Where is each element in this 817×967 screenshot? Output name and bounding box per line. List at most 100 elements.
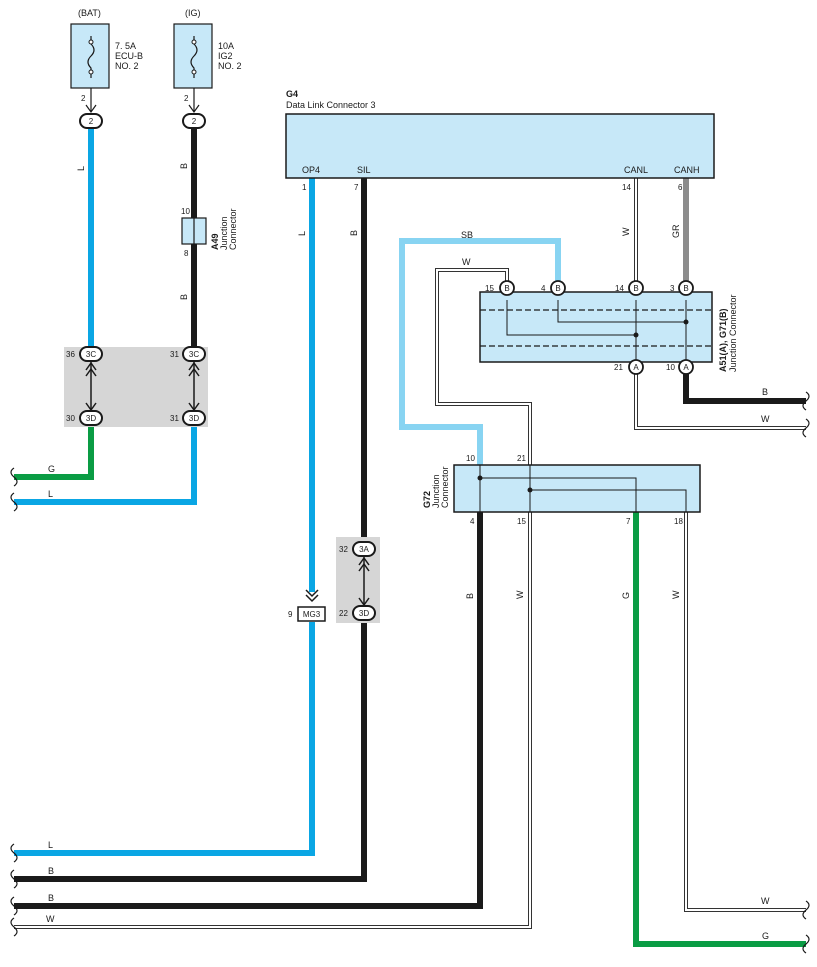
a51-code: A51(A), G71(B) bbox=[718, 308, 728, 372]
a51-pin-14-label: 14 bbox=[615, 284, 624, 293]
edge-label-left-0: G bbox=[48, 464, 55, 474]
inline-3d-30-pin: 30 bbox=[66, 414, 75, 423]
inline-3a-32-pin: 32 bbox=[339, 545, 348, 554]
g72-code: G72 bbox=[422, 491, 432, 508]
mg3-pin: 9 bbox=[288, 610, 293, 619]
fuse-ig-name: IG2 bbox=[218, 51, 233, 61]
wire-label-l-op4: L bbox=[297, 231, 307, 236]
g72-pin-7: 7 bbox=[626, 517, 631, 526]
wire-label-gr-canh: GR bbox=[671, 224, 681, 238]
dlc-pin-1: 1 bbox=[302, 183, 307, 192]
fuse-bat-number: NO. 2 bbox=[115, 61, 139, 71]
svg-text:3D: 3D bbox=[189, 414, 199, 423]
a51-g71-junction-connector bbox=[479, 291, 713, 363]
mating-arrows-3c3d bbox=[85, 361, 200, 412]
a51-pin-3-label: 3 bbox=[670, 284, 675, 293]
fuse-ig-pin: 2 bbox=[184, 94, 189, 103]
g72-pin-21: 21 bbox=[517, 454, 526, 463]
fuse-bat-connector: 2 bbox=[79, 113, 103, 129]
g72-pin-4: 4 bbox=[470, 517, 475, 526]
a51-pin-21-label: 21 bbox=[614, 363, 623, 372]
wire-label-l-bat: L bbox=[76, 166, 86, 171]
left-wire-breaks bbox=[10, 467, 18, 937]
edge-label-left-3: B bbox=[48, 866, 54, 876]
svg-text:3A: 3A bbox=[359, 545, 369, 554]
inline-connector-3c-31: 3C bbox=[182, 346, 206, 362]
svg-text:3C: 3C bbox=[189, 350, 199, 359]
svg-text:3D: 3D bbox=[86, 414, 96, 423]
dlc-code: G4 bbox=[286, 89, 298, 99]
fuse-bat-pin: 2 bbox=[81, 94, 86, 103]
dlc-terminal-sil: SIL bbox=[357, 165, 371, 175]
edge-label-right-1: W bbox=[761, 414, 770, 424]
wire-label-b-sil: B bbox=[349, 230, 359, 236]
a51-bottom-pin-10: A bbox=[678, 359, 694, 375]
inline-connector-3d-22: 3D bbox=[352, 605, 376, 621]
svg-text:3D: 3D bbox=[359, 609, 369, 618]
edge-label-right-0: B bbox=[762, 387, 768, 397]
wire-label-g-g72: G bbox=[621, 592, 631, 599]
inline-3c-36-pin: 36 bbox=[66, 350, 75, 359]
svg-text:A: A bbox=[633, 363, 639, 372]
inline-3d-31-pin: 31 bbox=[170, 414, 179, 423]
a49-pin-top: 10 bbox=[181, 207, 190, 216]
g72-pin-15: 15 bbox=[517, 517, 526, 526]
fuse-ig-connector: 2 bbox=[182, 113, 206, 129]
a51-desc: Junction Connector bbox=[728, 294, 738, 372]
dlc-pin-7: 7 bbox=[354, 183, 359, 192]
svg-text:B: B bbox=[555, 284, 560, 293]
edge-label-left-1: L bbox=[48, 489, 53, 499]
a51-pin-15-label: 15 bbox=[485, 284, 494, 293]
a51-top-pin-3: B bbox=[678, 280, 694, 296]
mg3-connector: MG3 bbox=[297, 589, 326, 622]
inline-connector-3d-30: 3D bbox=[79, 410, 103, 426]
w-wires bbox=[14, 178, 806, 929]
svg-text:2: 2 bbox=[192, 117, 197, 126]
fuse-bat bbox=[70, 23, 110, 114]
svg-text:MG3: MG3 bbox=[303, 610, 321, 619]
mating-arrows-3a3d bbox=[358, 556, 370, 607]
inline-connector-3a-32: 3A bbox=[352, 541, 376, 557]
a49-junction-connector bbox=[181, 217, 207, 245]
a49-desc1: Junction bbox=[219, 216, 229, 250]
fuse-ig-supply: (IG) bbox=[185, 8, 201, 18]
dlc-terminal-op4: OP4 bbox=[302, 165, 320, 175]
svg-text:A: A bbox=[683, 363, 689, 372]
edge-label-left-5: W bbox=[46, 914, 55, 924]
g72-desc1: Junction bbox=[431, 474, 441, 508]
fuse-bat-supply: (BAT) bbox=[78, 8, 101, 18]
dlc-pin-14: 14 bbox=[622, 183, 631, 192]
wire-label-w-g72: W bbox=[515, 590, 525, 599]
fuse-ig-rating: 10A bbox=[218, 41, 234, 51]
svg-text:B: B bbox=[683, 284, 688, 293]
dlc-pin-6: 6 bbox=[678, 183, 683, 192]
a49-code: A49 bbox=[210, 233, 220, 250]
fuse-ig bbox=[173, 23, 213, 114]
a51-top-pin-15: B bbox=[499, 280, 515, 296]
a51-top-pin-14: B bbox=[628, 280, 644, 296]
inline-3c-31-pin: 31 bbox=[170, 350, 179, 359]
fuse-bat-name: ECU-B bbox=[115, 51, 143, 61]
edge-label-right-2: W bbox=[761, 896, 770, 906]
g72-pin-18: 18 bbox=[674, 517, 683, 526]
fuse-ig-number: NO. 2 bbox=[218, 61, 242, 71]
edge-label-right-3: G bbox=[762, 931, 769, 941]
wire-label-b-ig: B bbox=[179, 163, 189, 169]
dlc-g4-body bbox=[285, 113, 715, 179]
right-wire-breaks bbox=[802, 391, 810, 954]
g72-junction-connector bbox=[453, 464, 701, 513]
a51-top-pin-4: B bbox=[550, 280, 566, 296]
wire-label-b-g72: B bbox=[465, 593, 475, 599]
a49-desc2: Connector bbox=[228, 208, 238, 250]
fuse-bat-rating: 7. 5A bbox=[115, 41, 136, 51]
a51-bottom-pin-21: A bbox=[628, 359, 644, 375]
g72-desc2: Connector bbox=[440, 466, 450, 508]
svg-text:B: B bbox=[633, 284, 638, 293]
wire-label-w-loop: W bbox=[462, 257, 471, 267]
svg-text:2: 2 bbox=[89, 117, 94, 126]
wire-label-w-canl: W bbox=[621, 227, 631, 236]
edge-label-left-2: L bbox=[48, 840, 53, 850]
g72-pin-10: 10 bbox=[466, 454, 475, 463]
a51-pin-10-label: 10 bbox=[666, 363, 675, 372]
